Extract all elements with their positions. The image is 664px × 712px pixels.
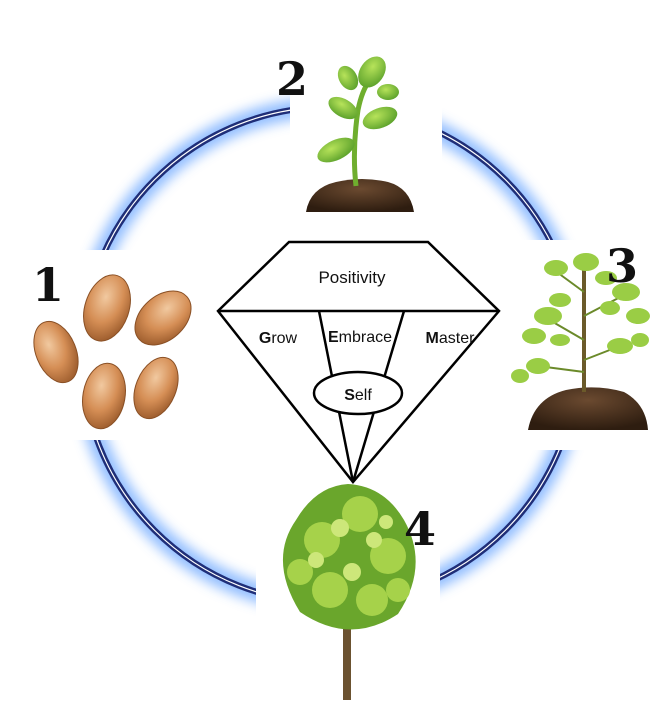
seed: [82, 362, 126, 430]
sprout-image: [306, 56, 414, 212]
self-rest: elf: [355, 387, 372, 404]
tree-image: [282, 484, 416, 700]
seed: [134, 290, 192, 346]
seeds-image: [33, 274, 192, 430]
embrace-rest: mbrace: [339, 329, 392, 346]
master-initial: M: [426, 330, 439, 347]
stage-number-3: 3: [606, 239, 639, 293]
gem-diagram: [216, 240, 501, 484]
grow-rest: row: [271, 330, 297, 347]
seed: [83, 274, 131, 342]
stage-number-4: 4: [404, 502, 437, 556]
seed: [33, 320, 79, 384]
seed: [133, 356, 179, 420]
self-initial: S: [344, 387, 355, 404]
sapling-image: [511, 253, 650, 430]
stage-number-2: 2: [276, 52, 309, 106]
master-label: Master: [426, 330, 476, 347]
master-rest: aster: [439, 330, 475, 347]
embrace-label: Embrace: [328, 329, 392, 346]
grow-label: Grow: [259, 330, 298, 347]
embrace-initial: E: [328, 329, 339, 346]
gem-center-oval: [312, 370, 404, 416]
positivity-label: Positivity: [318, 268, 386, 287]
gem-outline: [216, 240, 501, 484]
self-label: Self: [344, 387, 372, 404]
grow-initial: G: [259, 330, 271, 347]
stage-number-1: 1: [32, 258, 65, 312]
